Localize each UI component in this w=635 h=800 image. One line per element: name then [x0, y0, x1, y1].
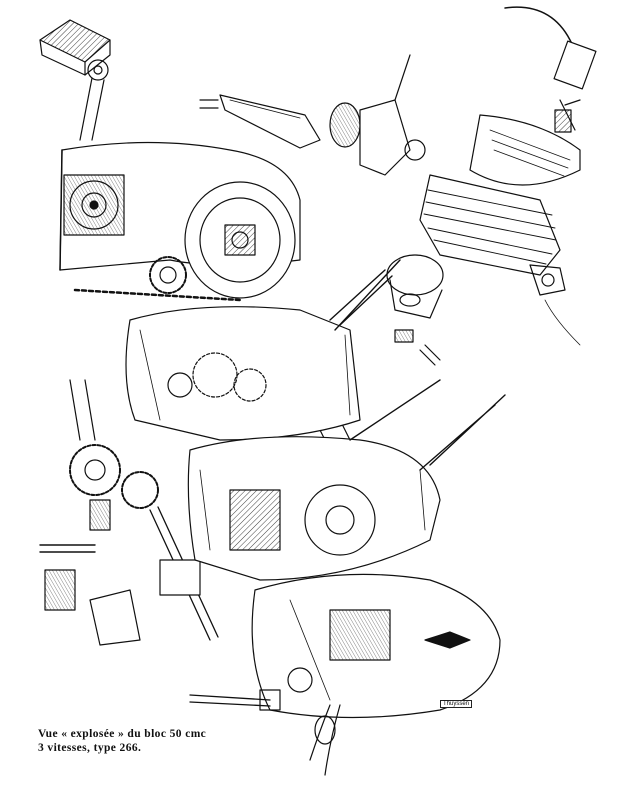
carburettor [199, 54, 426, 176]
gear-lever [189, 689, 341, 776]
crankcase-right [125, 306, 361, 441]
spark-plug-cap [504, 6, 597, 133]
piston [386, 254, 444, 366]
kick-start-pedal [39, 19, 111, 141]
cylinder-studs [334, 259, 506, 471]
selector-shaft [44, 506, 219, 646]
flywheel [184, 181, 296, 299]
gearbox-gears [39, 379, 159, 553]
figure-caption: Vue « explosée » du bloc 50 cmc 3 vitess… [38, 727, 298, 755]
clutch-cover [251, 573, 501, 719]
drive-sprocket [73, 256, 242, 302]
caption-line-2: 3 vitesses, type 266. [38, 742, 142, 754]
cylinder [419, 114, 581, 346]
crankcase-left [187, 436, 441, 581]
artist-signature: Thuyssen [440, 700, 473, 708]
caption-line-1: Vue « explosée » du bloc 50 cmc [38, 728, 207, 740]
